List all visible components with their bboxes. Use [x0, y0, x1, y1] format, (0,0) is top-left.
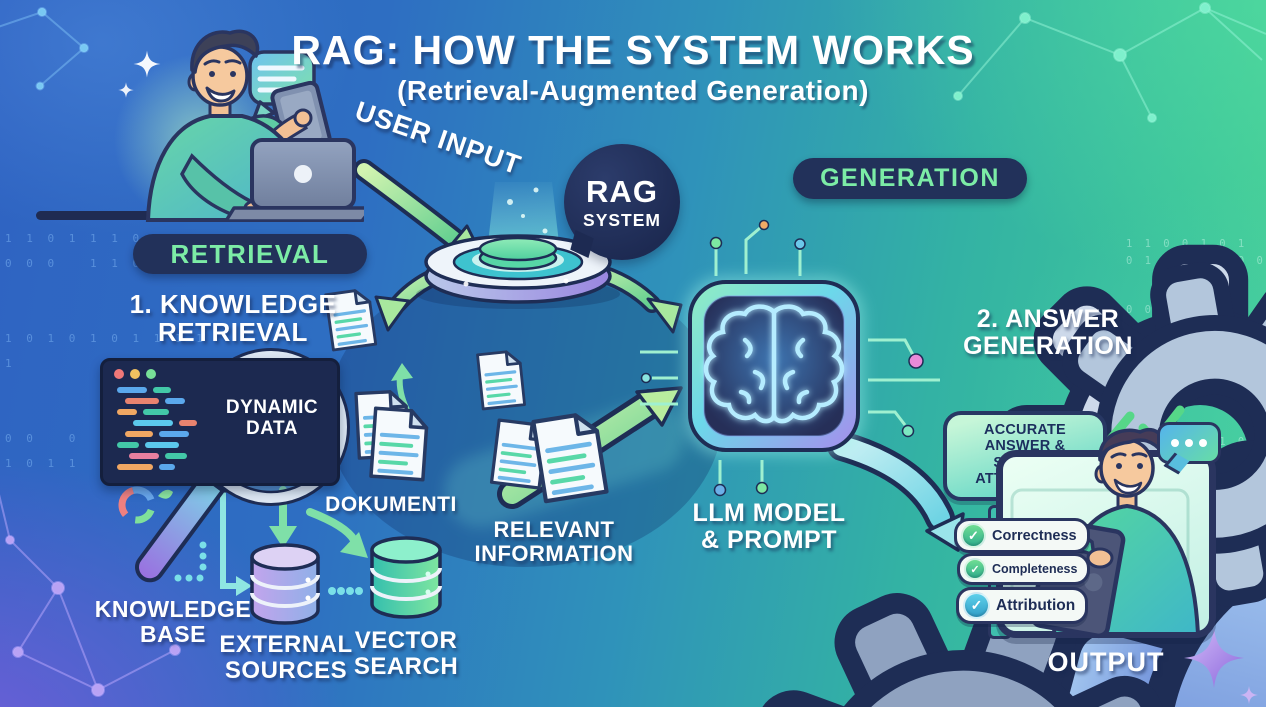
- rag-system-line1: RAG: [586, 173, 658, 209]
- code-lines: [114, 369, 197, 470]
- checklist-item-completeness: ✓ Completeness: [957, 553, 1091, 585]
- rag-system-node: RAG SYSTEM: [564, 144, 680, 260]
- knowledge-base-label: KNOWLEDGE BASE: [94, 596, 252, 647]
- donut-chart-icon: [118, 486, 173, 524]
- external-sources-label: EXTERNAL SOURCES: [219, 631, 353, 684]
- dot-icon: [1185, 439, 1193, 447]
- portal-icon: [416, 234, 620, 309]
- page-subtitle: (Retrieval-Augmented Generation): [397, 75, 869, 106]
- dot-icon: [1199, 439, 1207, 447]
- check-circle-icon: ✓: [963, 592, 990, 619]
- checklist-item-correctness: ✓ Correctness: [954, 518, 1090, 553]
- dotted-connectors: [174, 541, 363, 595]
- generation-badge: GENERATION: [793, 158, 1027, 199]
- document-icon: [368, 406, 430, 482]
- circuit-nodes: [640, 219, 924, 497]
- document-icon: [475, 348, 527, 411]
- user-illustration: [114, 29, 364, 222]
- check-circle-icon: ✓: [964, 558, 986, 580]
- vector-search-db-icon: [370, 536, 442, 619]
- output-label: OUTPUT: [1047, 647, 1165, 677]
- documents-label: DOKUMENTI: [325, 493, 457, 516]
- brain-icon: [703, 304, 845, 424]
- cycle-backdrop: [327, 263, 723, 567]
- rag-system-line2: SYSTEM: [583, 209, 661, 230]
- retrieval-badge: RETRIEVAL: [133, 234, 367, 274]
- constellation-top-left: [0, 7, 89, 91]
- step2-label: 2. ANSWER GENERATION: [963, 305, 1133, 360]
- checklist-item-attribution: ✓ Attribution: [956, 587, 1089, 624]
- typing-dots-bubble: [1157, 422, 1221, 464]
- dynamic-data-label: DYNAMIC DATA: [225, 397, 319, 439]
- vector-search-label: VECTOR SEARCH: [353, 627, 459, 680]
- laptop-icon: [224, 138, 364, 222]
- external-sources-db-icon: [250, 543, 320, 625]
- llm-model-label: LLM MODEL & PROMPT: [692, 499, 846, 554]
- constellation-top-right: [953, 2, 1266, 123]
- llm-brain-chip-icon: [640, 219, 940, 497]
- dot-icon: [1171, 439, 1179, 447]
- relevant-information-label: RELEVANT INFORMATION: [474, 517, 634, 566]
- check-circle-icon: ✓: [961, 523, 986, 548]
- code-editor-panel: [100, 358, 340, 486]
- step1-label: 1. KNOWLEDGE RETRIEVAL: [129, 289, 337, 348]
- circuit-traces: [640, 226, 940, 484]
- constellation-bottom-left: [0, 494, 181, 697]
- page-title: RAG: HOW THE SYSTEM WORKS: [291, 27, 975, 73]
